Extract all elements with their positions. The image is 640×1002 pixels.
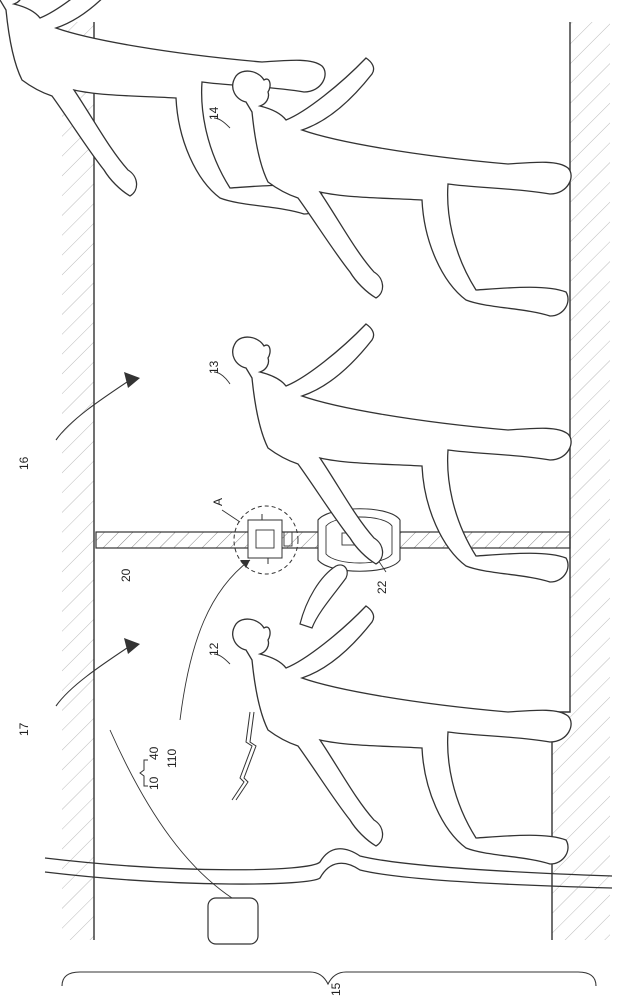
label-40: 40 xyxy=(147,746,161,760)
label-10: 10 xyxy=(147,776,161,790)
label-16: 16 xyxy=(17,456,31,470)
person-12-reaching-arm xyxy=(300,565,347,628)
arrow-17-head xyxy=(124,638,140,654)
ceiling-hatch xyxy=(62,22,94,940)
signal-zigzag xyxy=(232,712,252,800)
floor-hatch-lower xyxy=(552,712,610,940)
leader-a xyxy=(222,510,240,522)
arrow-16-head xyxy=(124,372,140,388)
label-22: 22 xyxy=(375,580,389,594)
label-15: 15 xyxy=(329,982,343,996)
label-14: 14 xyxy=(207,106,221,120)
person-12 xyxy=(233,606,571,864)
device-box xyxy=(208,898,258,944)
label-13: 13 xyxy=(207,360,221,374)
label-a: A xyxy=(211,498,225,506)
label-17: 17 xyxy=(17,722,31,736)
floor-hatch-upper xyxy=(570,22,610,712)
person-14 xyxy=(233,58,571,316)
label-110: 110 xyxy=(165,749,179,768)
tunnel-curve-upper xyxy=(45,863,612,888)
label-20: 20 xyxy=(119,568,133,582)
signal-zigzag-2 xyxy=(236,712,256,800)
label-12: 12 xyxy=(207,642,221,656)
reader-unit xyxy=(248,520,282,558)
